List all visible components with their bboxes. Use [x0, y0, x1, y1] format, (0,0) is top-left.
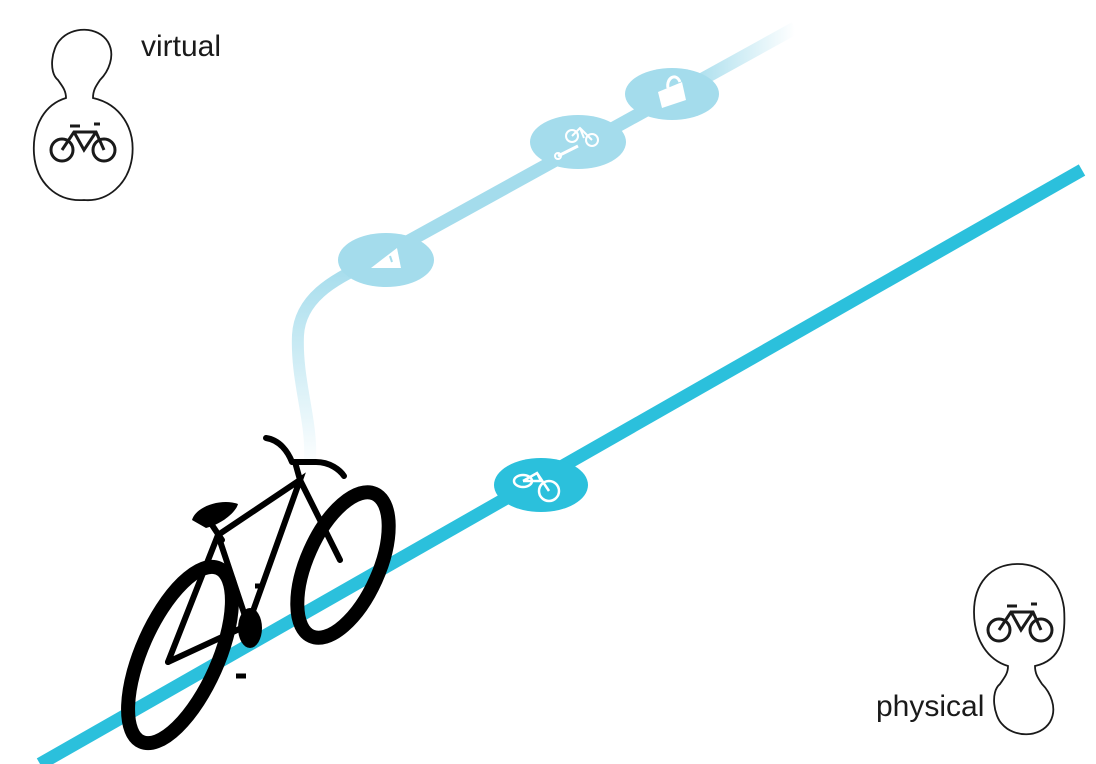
virtual-legend-icon: [34, 30, 133, 200]
physical-marker: [494, 458, 588, 512]
virtual-label: virtual: [141, 30, 221, 64]
virtual-connector: [298, 262, 372, 458]
bike-chainring: [238, 608, 262, 648]
virtual-marker-lock: [625, 68, 719, 120]
front-wheel: [278, 479, 407, 651]
physical-bicycle: [107, 438, 408, 757]
physical-legend-icon: [974, 564, 1064, 734]
virtual-marker-repair: [530, 115, 626, 169]
virtual-marker-warning: [338, 233, 434, 287]
physical-label: physical: [876, 690, 984, 724]
